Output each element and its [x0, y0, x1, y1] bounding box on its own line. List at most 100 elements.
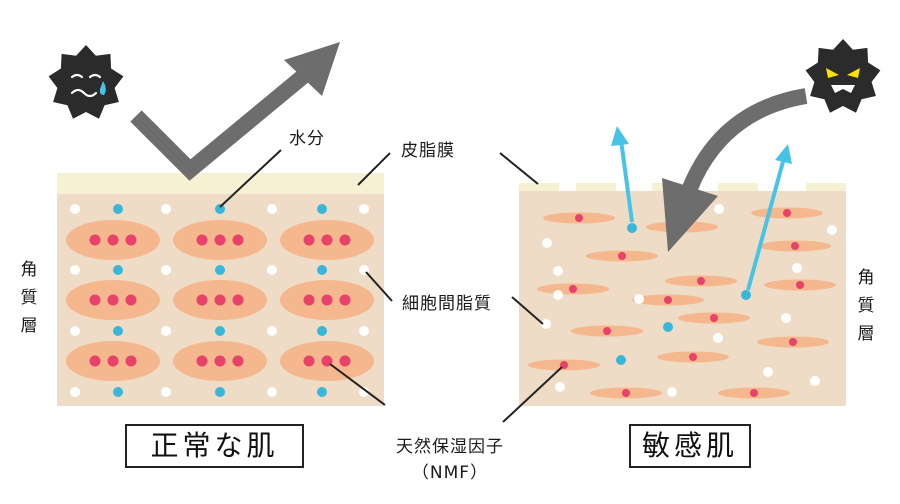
lipid-dot [542, 238, 552, 248]
escaping-water-dot [741, 290, 751, 300]
escaping-water-dot [627, 223, 637, 233]
nmf-dot [710, 314, 718, 322]
lipid-dot [267, 326, 277, 336]
nmf-dot [214, 294, 226, 306]
nmf-dot [339, 294, 351, 306]
lipid-dot [161, 204, 171, 214]
lipid-dot [553, 290, 563, 300]
lipid-dot [541, 319, 551, 329]
nmf-dot [697, 277, 705, 285]
lipid-dot [267, 204, 277, 214]
nmf-label-line2: （NMF） [411, 463, 489, 483]
nmf-dot [89, 355, 101, 367]
nmf-dot [339, 234, 351, 246]
sensitive-skin-title: 敏感肌 [629, 424, 751, 468]
water-dot [113, 204, 123, 214]
lipid-dot [267, 387, 277, 397]
water-dot [113, 326, 123, 336]
nmf-dot [575, 214, 583, 222]
intercellular-lipid-label: 細胞間脂質 [402, 294, 492, 314]
sensitive-skin-section [519, 183, 846, 406]
lipid-dot [70, 204, 80, 214]
normal-skin-section [57, 173, 384, 406]
lipid-dot [555, 382, 565, 392]
lipid-dot [70, 326, 80, 336]
nmf-dot [796, 281, 804, 289]
nmf-dot [339, 355, 351, 367]
nmf-dot [618, 252, 626, 260]
water-dot [113, 387, 123, 397]
normal-sebum-film [57, 173, 384, 194]
lipid-dot [161, 387, 171, 397]
nmf-dot [791, 242, 799, 250]
nmf-dot [214, 355, 226, 367]
water-dot [317, 265, 327, 275]
lipid-dot [359, 204, 369, 214]
water-dot [215, 326, 225, 336]
nmf-dot [303, 234, 315, 246]
nmf-dot [689, 353, 697, 361]
lipid-dot [634, 294, 644, 304]
lipid-dot [70, 265, 80, 275]
lipid-dot [713, 333, 723, 343]
water-dot [317, 204, 327, 214]
nmf-dot [107, 234, 119, 246]
normal-intercellular-dots [70, 204, 369, 397]
water-dot [215, 204, 225, 214]
lipid-dot [781, 313, 791, 323]
nmf-dot [107, 355, 119, 367]
sad-germ-icon [48, 45, 124, 119]
water-escape-arrows [611, 126, 792, 291]
lipid-dot [827, 225, 837, 235]
nmf-dot [232, 294, 244, 306]
lipid-dot [267, 265, 277, 275]
water-dot [317, 387, 327, 397]
lipid-dot [161, 265, 171, 275]
water-dot [113, 265, 123, 275]
lipid-dot [714, 204, 724, 214]
nmf-dot [89, 294, 101, 306]
nmf-dot [303, 294, 315, 306]
nmf-dot [125, 294, 137, 306]
lipid-dot [810, 376, 820, 386]
nmf-dot [125, 234, 137, 246]
repelled-arrowhead [284, 42, 340, 96]
nmf-dot [89, 234, 101, 246]
nmf-label: 天然保湿因子 （NMF） [383, 434, 517, 486]
lipid-dot [70, 387, 80, 397]
nmf-dot [569, 285, 577, 293]
water-dot [215, 265, 225, 275]
sweat-drop-icon [99, 81, 106, 95]
nmf-dot [196, 294, 208, 306]
lipid-dot [763, 367, 773, 377]
water-dot [663, 322, 673, 332]
nmf-dot [321, 294, 333, 306]
nmf-dot [232, 355, 244, 367]
lipid-dot [553, 266, 563, 276]
repelled-arrow [130, 67, 312, 181]
invading-arrow [682, 88, 808, 192]
nmf-dot [303, 355, 315, 367]
nmf-dot [196, 355, 208, 367]
stratum-corneum-label-left: 角質層 [20, 260, 38, 336]
stratum-corneum-label-right: 角質層 [857, 268, 875, 344]
lipid-dot [161, 326, 171, 336]
normal-corneocytes [66, 220, 374, 381]
invading-arrowhead [662, 178, 718, 252]
lipid-dot [359, 387, 369, 397]
nmf-dot [603, 327, 611, 335]
nmf-dot [789, 338, 797, 346]
nmf-dot [321, 234, 333, 246]
lipid-dot [792, 263, 802, 273]
nmf-dot [232, 234, 244, 246]
nmf-dot [107, 294, 119, 306]
lipid-dot [667, 387, 677, 397]
nmf-dot [125, 355, 137, 367]
angry-germ-icon [805, 39, 881, 113]
sensitive-intercellular-dots [541, 204, 837, 397]
nmf-label-line1: 天然保湿因子 [396, 437, 504, 457]
water-dot [215, 387, 225, 397]
leader-lines [219, 149, 563, 423]
